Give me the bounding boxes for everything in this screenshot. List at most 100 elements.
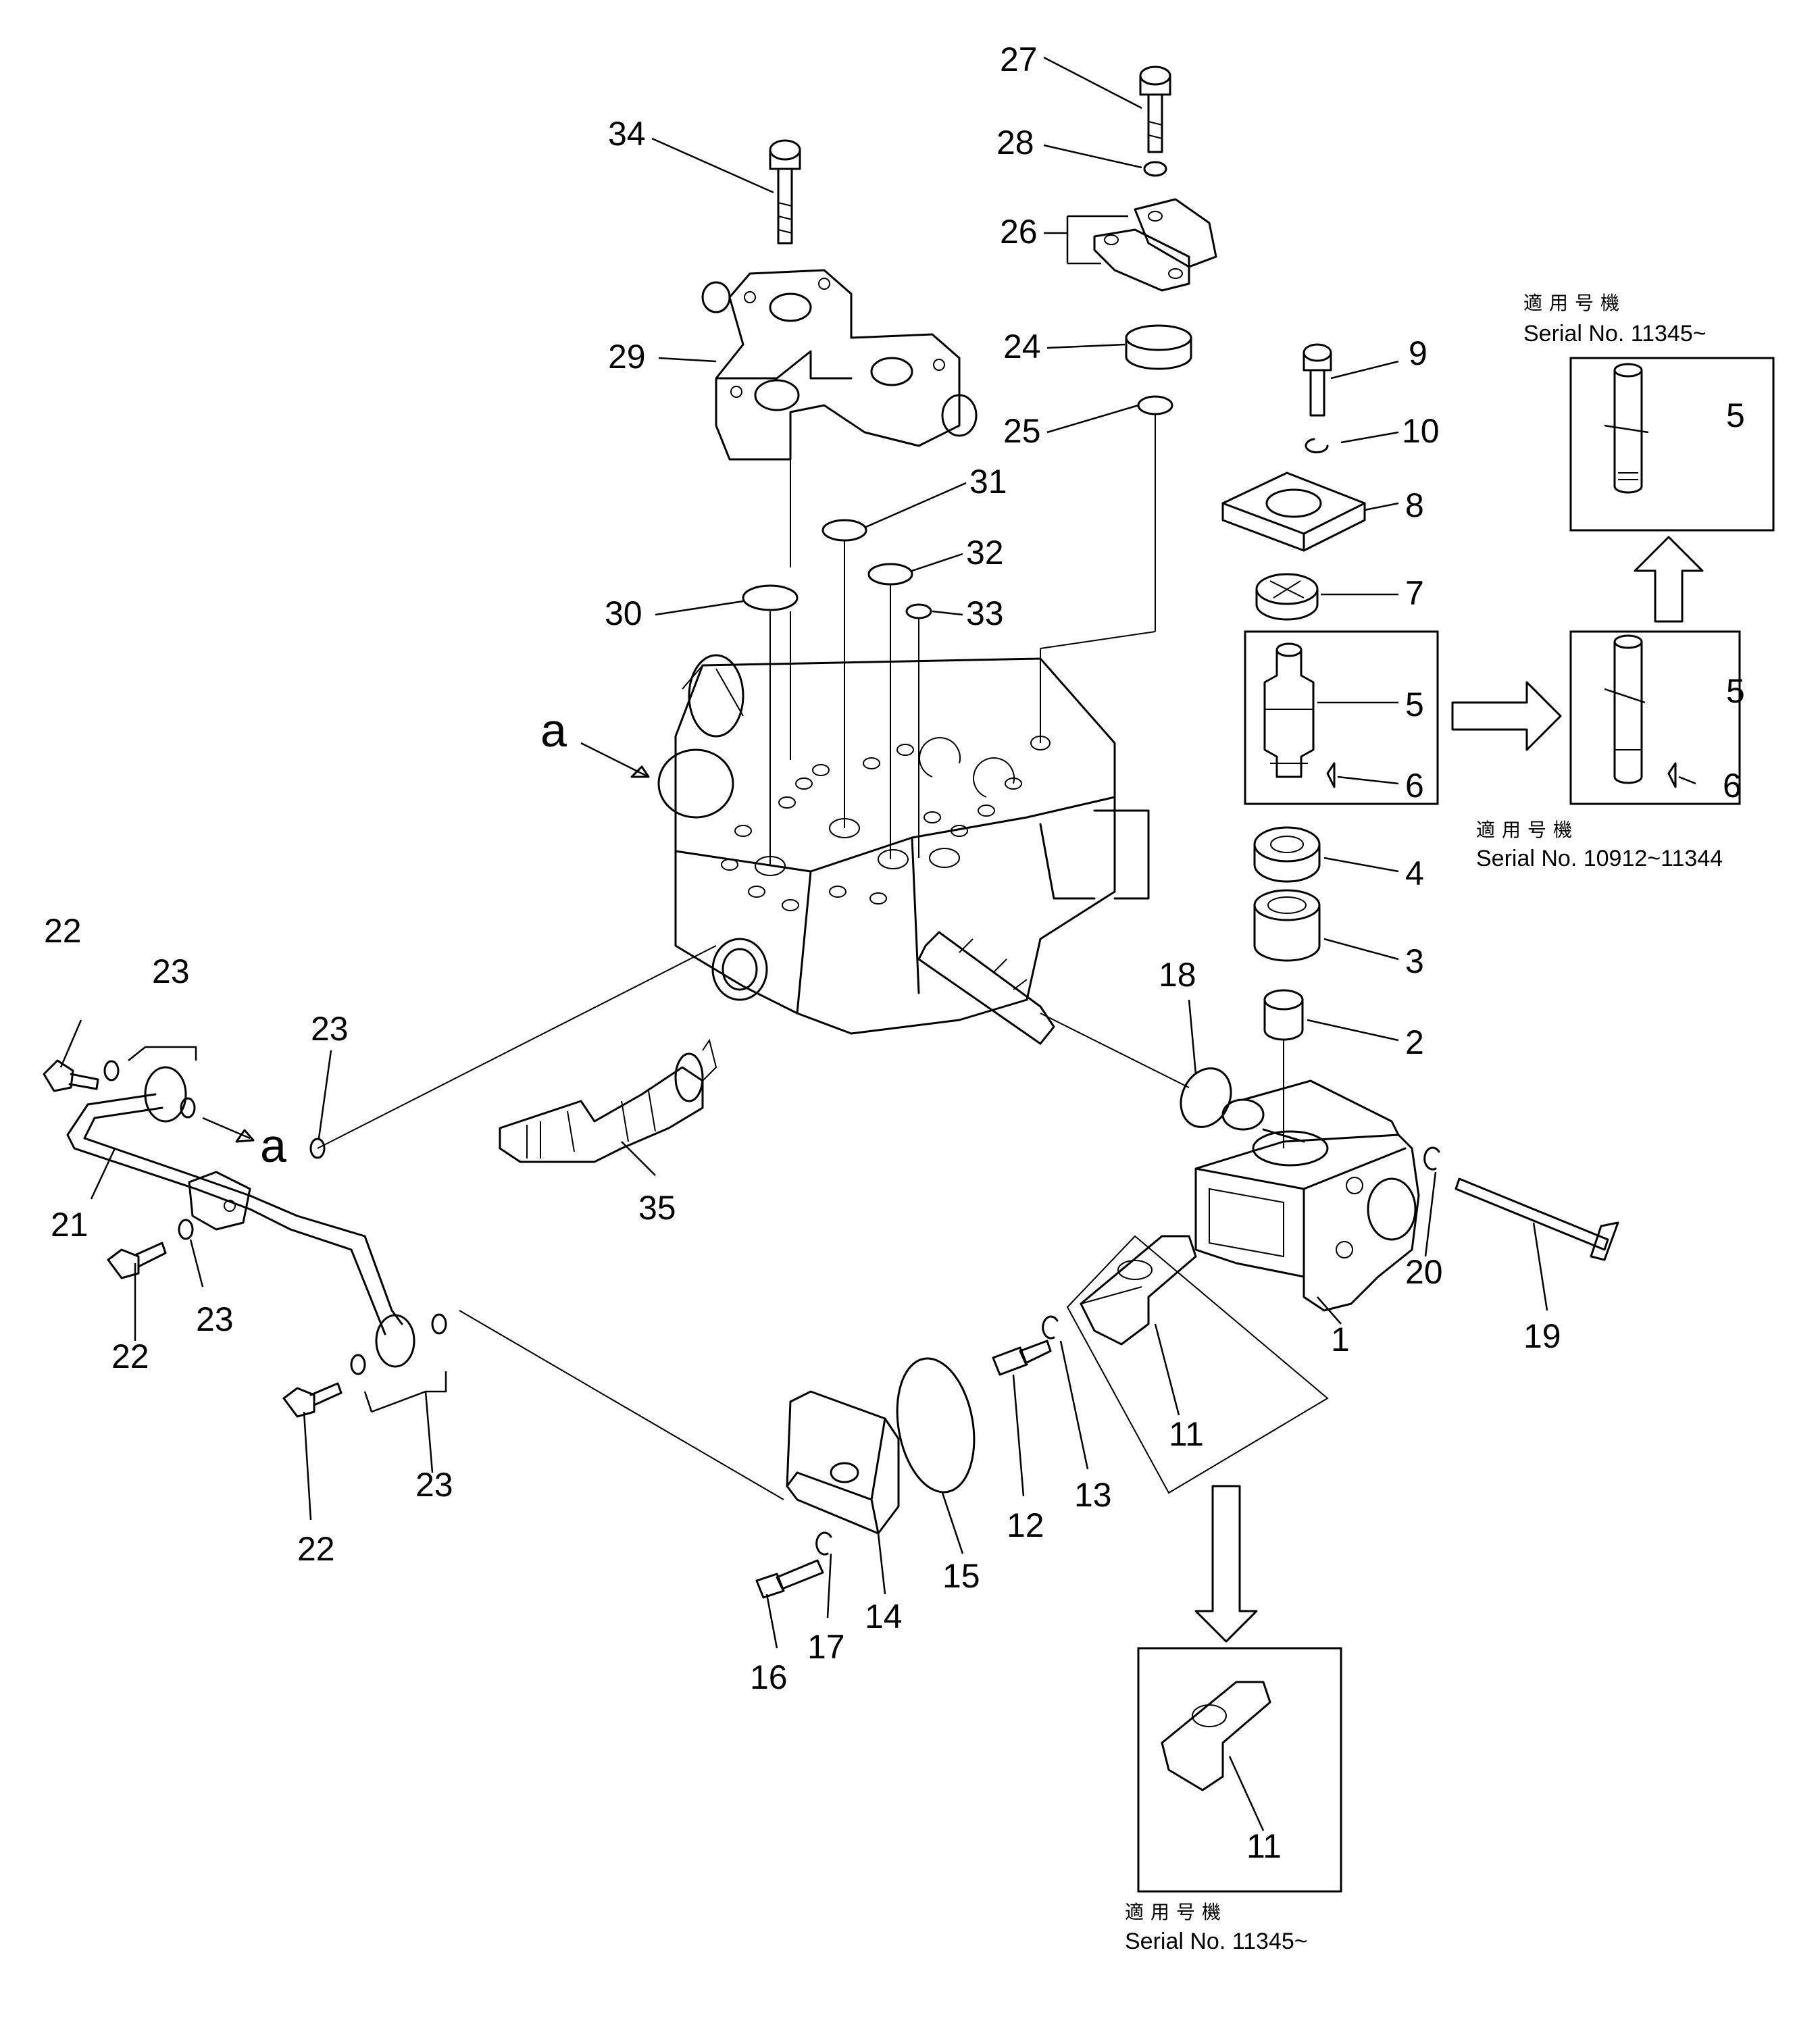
part-22-bolt-3 — [282, 1382, 343, 1418]
callout-34: 34 — [608, 115, 646, 153]
part-23-oring-6 — [431, 1313, 447, 1335]
frame-part-5-serial-mid — [1569, 630, 1741, 805]
view-letter-a-top: a — [540, 704, 567, 757]
callout-23-top: 23 — [152, 952, 190, 990]
part-24-plug — [1125, 324, 1192, 370]
part-29-cover-block — [701, 269, 978, 461]
part-11-variant — [1161, 1681, 1271, 1791]
serial-note-top-jp: 適用号機 — [1523, 292, 1626, 314]
callout-27: 27 — [1000, 41, 1038, 78]
part-9-bolt — [1303, 343, 1332, 417]
block-arrow-down — [1194, 1485, 1258, 1643]
part-23-oring-3 — [309, 1138, 326, 1159]
part-11-lever — [1080, 1235, 1197, 1346]
part-17-washer — [815, 1531, 832, 1556]
frame-part-5-serial-top — [1569, 357, 1775, 532]
block-arrow-up — [1634, 536, 1704, 623]
part-14-cover — [786, 1390, 900, 1535]
leader-lines — [59, 56, 1696, 1831]
part-3-bearing — [1253, 889, 1321, 962]
part-22-bolt-2 — [107, 1242, 167, 1279]
part-20-washer — [1423, 1146, 1440, 1171]
callout-23-mid: 23 — [311, 1010, 349, 1048]
part-25-oring — [1137, 395, 1173, 415]
part-30-oring — [742, 584, 799, 611]
serial-note-bottom: Serial No. 11345~ — [1125, 1929, 1308, 1954]
frame-part-11-serial-bottom — [1137, 1647, 1342, 1893]
frame-part-5-original — [1244, 630, 1439, 805]
part-18-oring — [1180, 1067, 1232, 1128]
callout-6-main: 6 — [1405, 767, 1424, 805]
callout-32: 32 — [966, 534, 1004, 571]
serial-note-bottom-jp: 適用号機 — [1125, 1901, 1228, 1923]
view-letter-a-left: a — [260, 1119, 286, 1172]
main-valve-body — [657, 654, 1150, 1045]
callouts: 27 28 26 24 25 34 29 31 32 33 30 9 10 8 … — [44, 41, 1745, 1865]
callout-12: 12 — [1007, 1506, 1044, 1544]
callout-5-main: 5 — [1405, 686, 1424, 723]
part-11-bracket — [1066, 1235, 1329, 1494]
part-6-key — [1326, 762, 1336, 788]
part-28-washer — [1143, 161, 1167, 177]
callout-20: 20 — [1405, 1253, 1443, 1291]
part-19-bolt — [1455, 1177, 1619, 1261]
part-23-oring-1 — [103, 1060, 120, 1081]
callout-2: 2 — [1405, 1023, 1424, 1061]
serial-note-mid: Serial No. 10912~11344 — [1476, 846, 1723, 871]
part-5-shaft — [1263, 642, 1315, 778]
callout-22-bottom: 22 — [297, 1530, 335, 1568]
callout-26: 26 — [1000, 213, 1038, 251]
callout-33: 33 — [966, 594, 1004, 632]
part-21-pipe — [66, 1066, 415, 1368]
part-23-oring-5 — [350, 1354, 366, 1375]
callout-28: 28 — [996, 124, 1034, 161]
callout-11-main: 11 — [1169, 1415, 1204, 1453]
callout-24: 24 — [1003, 328, 1041, 365]
callout-19: 19 — [1523, 1317, 1561, 1355]
callout-10: 10 — [1402, 412, 1440, 450]
callout-13: 13 — [1074, 1476, 1112, 1514]
callout-9: 9 — [1409, 334, 1427, 372]
part-23-oring-4 — [178, 1219, 194, 1240]
serial-notes: 適用号機 Serial No. 11345~ 適用号機 Serial No. 1… — [1125, 292, 1723, 1954]
callout-16: 16 — [750, 1658, 788, 1696]
callout-35: 35 — [638, 1189, 676, 1227]
part-35-relief-valve — [499, 1038, 717, 1163]
part-4-seal — [1253, 826, 1321, 883]
callout-18: 18 — [1159, 956, 1196, 994]
serial-note-top: Serial No. 11345~ — [1523, 321, 1707, 347]
part-12-bolt — [992, 1340, 1052, 1376]
part-1-housing — [1194, 1079, 1420, 1312]
center-lines — [769, 415, 1156, 866]
callout-1: 1 — [1331, 1321, 1350, 1358]
view-arrow-a-top — [630, 765, 650, 778]
part-34-bolt — [769, 139, 801, 245]
part-23-oring-2 — [180, 1097, 196, 1119]
callout-31: 31 — [969, 463, 1007, 501]
callout-6-mid: 6 — [1723, 767, 1742, 805]
callout-8: 8 — [1405, 486, 1424, 524]
callout-29: 29 — [608, 338, 646, 376]
callout-5-mid: 5 — [1726, 672, 1745, 710]
callout-22-top: 22 — [44, 912, 82, 950]
port-holes — [721, 736, 1051, 911]
part-13-washer — [1042, 1315, 1059, 1340]
part-16-bolt — [755, 1559, 824, 1599]
callout-4: 4 — [1405, 855, 1424, 892]
part-7-cap — [1255, 573, 1319, 621]
callout-25: 25 — [1003, 412, 1041, 450]
callout-23-bottom: 23 — [415, 1466, 453, 1504]
callout-14: 14 — [865, 1598, 903, 1635]
callout-5-top: 5 — [1726, 397, 1745, 434]
part-15-oring — [896, 1357, 976, 1494]
callout-17: 17 — [807, 1628, 845, 1666]
callout-21: 21 — [51, 1206, 89, 1244]
part-8-plate — [1221, 472, 1366, 552]
callout-11-variant: 11 — [1246, 1827, 1282, 1865]
callout-15: 15 — [942, 1557, 980, 1595]
part-33-oring — [905, 603, 932, 619]
callout-23-lower: 23 — [196, 1300, 234, 1338]
part-27-bolt — [1139, 66, 1171, 153]
serial-note-mid-jp: 適用号機 — [1476, 819, 1579, 841]
